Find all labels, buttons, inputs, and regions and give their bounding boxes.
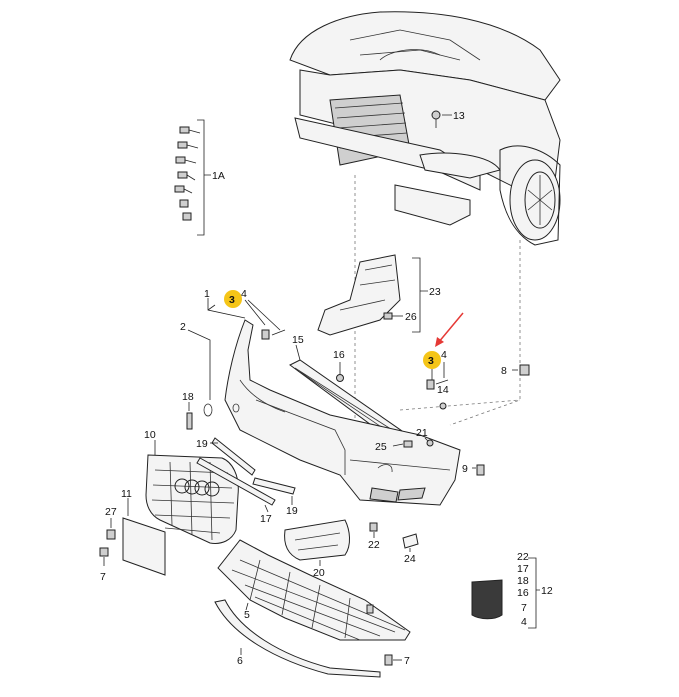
label-2: 2 — [180, 321, 186, 333]
label-6: 6 — [237, 655, 243, 667]
label-22-kit: 22 — [517, 551, 529, 563]
label-3-left: 3 — [229, 294, 235, 306]
label-23: 23 — [429, 286, 441, 298]
label-1: 1 — [204, 288, 210, 300]
label-25: 25 — [375, 441, 387, 453]
label-4-left: 4 — [241, 288, 247, 300]
label-14: 14 — [437, 384, 449, 396]
label-24: 24 — [404, 553, 416, 565]
pointer-arrow — [437, 312, 464, 344]
label-1a: 1A — [212, 170, 225, 182]
audi-rings-logo — [174, 478, 220, 497]
grille-10 — [145, 440, 239, 544]
label-16-kit: 16 — [517, 587, 529, 599]
label-17: 17 — [260, 513, 272, 525]
label-3-right: 3 — [428, 355, 434, 367]
label-22: 22 — [368, 539, 380, 551]
bracket-23 — [317, 254, 428, 336]
plate-bracket-11 — [122, 498, 166, 576]
underbody-panel-5 — [217, 539, 411, 641]
label-12: 12 — [541, 585, 553, 597]
label-20: 20 — [313, 567, 325, 579]
label-19-top: 19 — [196, 438, 208, 450]
label-10: 10 — [144, 429, 156, 441]
label-26: 26 — [405, 311, 417, 323]
label-18-kit: 18 — [517, 575, 529, 587]
screw-13 — [431, 110, 452, 128]
highlight-3-left — [224, 290, 242, 308]
fastener-set-1a — [174, 119, 211, 236]
label-8: 8 — [501, 365, 507, 377]
label-11: 11 — [121, 488, 132, 500]
label-17-kit: 17 — [517, 563, 529, 575]
label-16-clip: 16 — [333, 349, 345, 361]
label-7-bottom: 7 — [404, 655, 410, 667]
label-7-left: 7 — [100, 571, 106, 583]
bumper-cover-1 — [224, 319, 461, 506]
label-21: 21 — [416, 427, 428, 439]
label-4-kit: 4 — [521, 616, 527, 628]
highlight-3-right — [423, 351, 441, 369]
label-19-bottom: 19 — [286, 505, 298, 517]
label-13: 13 — [453, 110, 465, 122]
label-27: 27 — [105, 506, 117, 518]
label-4-right: 4 — [441, 349, 447, 361]
label-7-kit: 7 — [521, 602, 527, 614]
label-5: 5 — [244, 609, 250, 621]
repair-kit-12 — [471, 557, 540, 629]
trim-strip-6 — [214, 599, 381, 678]
label-9: 9 — [462, 463, 468, 475]
label-15: 15 — [292, 334, 304, 346]
car-front-illustration — [289, 11, 561, 246]
label-18: 18 — [182, 391, 194, 403]
fog-light-cover-20 — [284, 519, 350, 566]
